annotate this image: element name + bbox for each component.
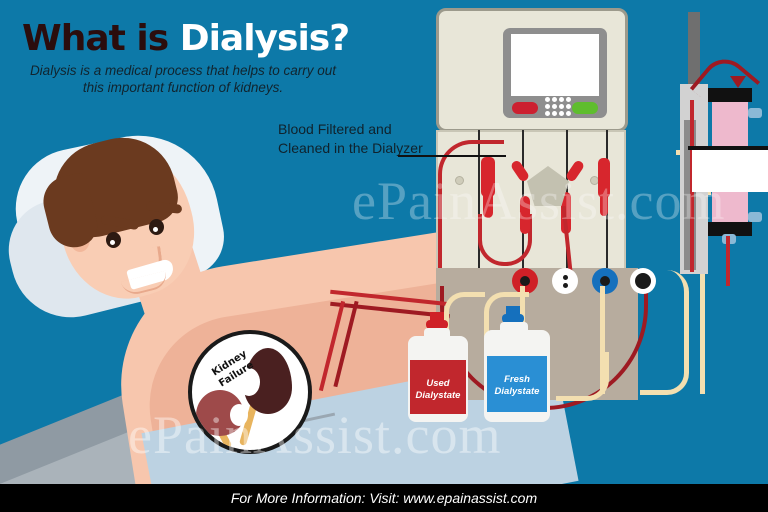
tube-clamp [520, 196, 530, 234]
kidney-failure-inset: Kidney Failure [188, 330, 312, 454]
page-subtitle: Dialysis is a medical process that helps… [29, 63, 337, 95]
fresh-dialysate-cap-rim [502, 314, 524, 323]
dialysate-tube-vertical [600, 286, 605, 394]
blood-tube-loop-small [478, 214, 532, 266]
indicator-port[interactable] [552, 268, 578, 294]
blood-tube-dialyzer-out [726, 236, 730, 286]
start-button[interactable] [572, 102, 598, 114]
eye-glint-left [110, 240, 115, 245]
title-plain: What is [22, 18, 180, 59]
blood-flow-arrowhead-icon [730, 76, 746, 88]
stop-button[interactable] [512, 102, 538, 114]
dialyzer-cap-bottom [708, 222, 752, 236]
iv-pole [688, 12, 700, 92]
dialysate-tube [640, 270, 689, 395]
footer-text: For More Information: Visit: www.epainas… [230, 490, 538, 506]
kidney-diseased-hilum [238, 368, 260, 396]
used-dialysate-handle [414, 342, 442, 362]
tube-clamp-tip [600, 194, 608, 216]
page-title: What is Dialysis? [22, 18, 350, 59]
dialyzer-port-lower [748, 212, 762, 222]
dialyzer-cap-top [708, 88, 752, 102]
dialysate-tube [556, 352, 609, 401]
callout-backdrop [692, 150, 768, 192]
dialyzer-port-upper [748, 108, 762, 118]
callout-leader-line [398, 155, 506, 157]
tube-clamp-tip [483, 192, 493, 218]
keypad-icon[interactable] [544, 96, 576, 118]
venous-port[interactable] [592, 268, 618, 294]
kidney-healthy-hilum [230, 404, 248, 426]
dialyzer-callout-label: Blood Filtered and Cleaned in the Dialyz… [278, 121, 423, 156]
used-dialysate-cap-rim [426, 320, 448, 329]
fresh-dialysate-label: Fresh Dialystate [487, 356, 547, 412]
eye-glint-right [153, 227, 158, 232]
callout-leader-line-right [688, 146, 768, 150]
panel-divider [478, 130, 480, 268]
tube-clamp [598, 158, 610, 198]
tube-clamp [481, 157, 495, 197]
panel-hole [455, 176, 464, 185]
dialysate-tube [444, 292, 485, 341]
used-dialysate-label: Used Dialystate [410, 360, 466, 414]
fresh-dialysate-handle [492, 336, 522, 356]
dialysate-tube [484, 292, 529, 337]
arterial-port[interactable] [512, 268, 538, 294]
machine-display-screen[interactable] [511, 34, 599, 96]
title-highlight: Dialysis? [179, 18, 350, 59]
footer-bar [0, 484, 768, 512]
